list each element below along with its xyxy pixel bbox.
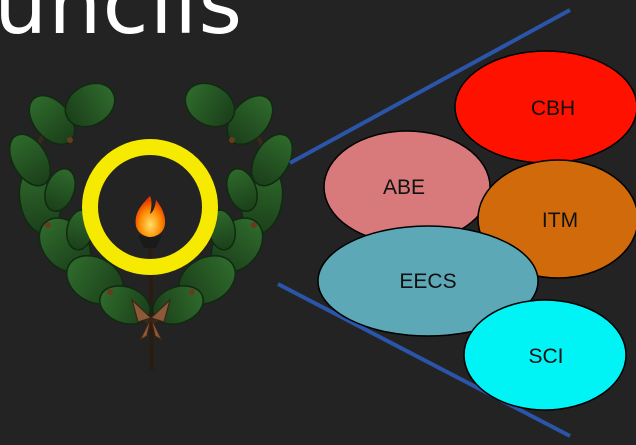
bubble-eecs-shape bbox=[317, 225, 539, 337]
bubble-abe-label: ABE bbox=[383, 176, 425, 199]
connector-line-bottom bbox=[277, 282, 571, 438]
torch-flame-icon bbox=[135, 196, 166, 237]
bubble-abe[interactable]: ABE bbox=[323, 130, 491, 244]
bubble-sci-shape bbox=[463, 299, 627, 411]
wreath-berries bbox=[45, 137, 257, 295]
wreath-bow bbox=[130, 298, 172, 342]
connector-line-top bbox=[289, 8, 571, 165]
bubble-cbh[interactable]: CBH bbox=[454, 50, 636, 164]
wreath-left-branch bbox=[8, 82, 151, 325]
slide-title: uncils bbox=[0, 0, 244, 53]
torch-wreath-emblem bbox=[8, 82, 294, 371]
bubble-itm-label: ITM bbox=[542, 209, 578, 232]
emblem-ring bbox=[82, 139, 218, 275]
wreath-right-branch bbox=[151, 82, 294, 325]
bubble-cbh-label: CBH bbox=[531, 97, 575, 120]
bubble-sci[interactable]: SCI bbox=[463, 299, 627, 411]
bubble-eecs[interactable]: EECS bbox=[317, 225, 539, 337]
bubble-sci-label: SCI bbox=[528, 345, 563, 368]
torch-staff bbox=[148, 231, 154, 371]
bubble-eecs-label: EECS bbox=[399, 270, 456, 293]
torch-cup bbox=[138, 235, 162, 248]
